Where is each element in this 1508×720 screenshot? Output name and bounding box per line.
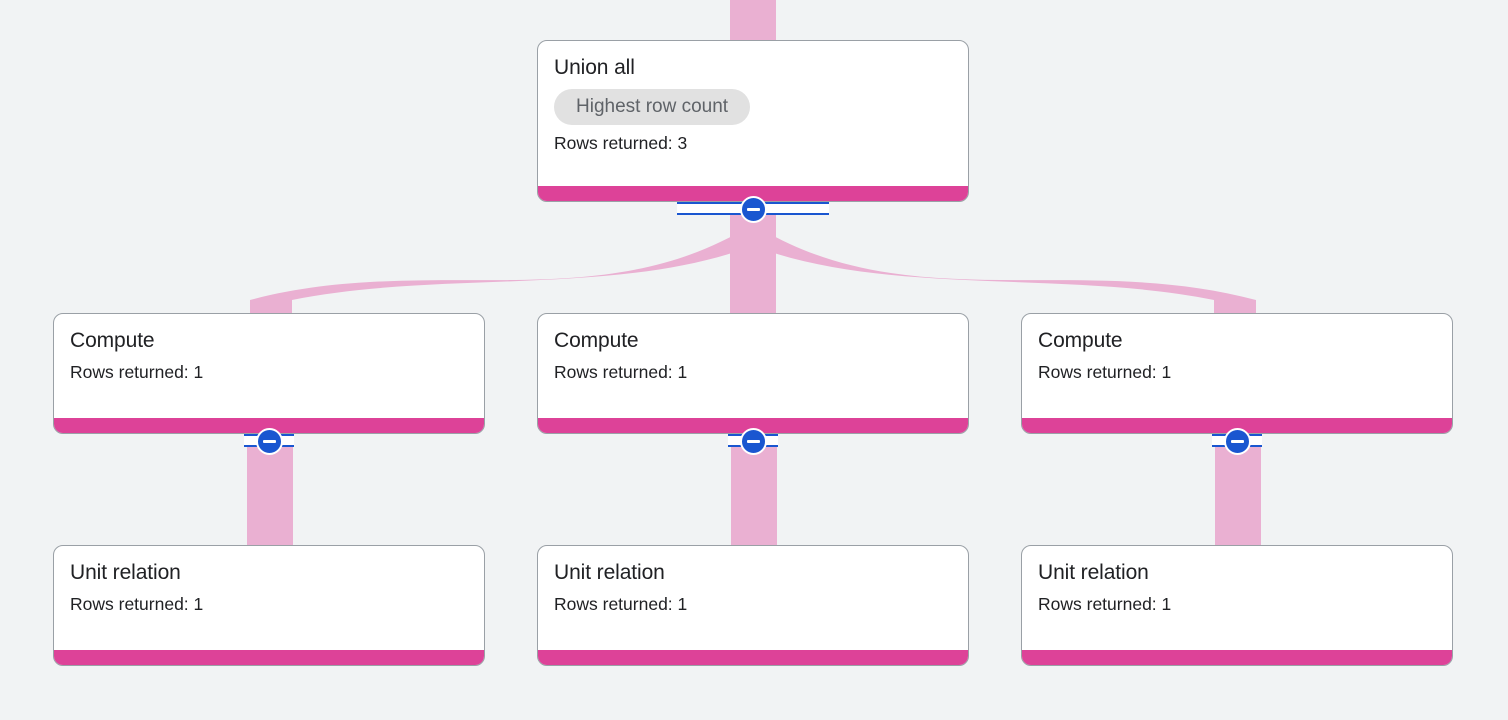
node-compute-right-title: Compute — [1038, 329, 1123, 352]
minus-icon — [747, 208, 760, 211]
collapse-compute-left-button[interactable] — [256, 428, 283, 455]
minus-icon — [747, 440, 760, 443]
node-unit-relation-right-body: Unit relation Rows returned: 1 — [1022, 546, 1452, 615]
node-unit-relation-middle-title: Unit relation — [554, 561, 665, 584]
edge-union-to-compute-left — [250, 213, 776, 314]
edge-incoming-top — [730, 0, 776, 41]
node-compute-left[interactable]: Compute Rows returned: 1 — [53, 313, 485, 434]
node-compute-left-title: Compute — [70, 329, 155, 352]
node-unit-relation-middle-accent-bar — [538, 650, 968, 665]
node-unit-relation-left-accent-bar — [54, 650, 484, 665]
node-unit-relation-right-title: Unit relation — [1038, 561, 1149, 584]
collapse-union-all-button[interactable] — [740, 196, 767, 223]
collapse-compute-right-button[interactable] — [1224, 428, 1251, 455]
node-compute-middle-title: Compute — [554, 329, 639, 352]
node-compute-middle-accent-bar — [538, 418, 968, 433]
edge-compute-middle-to-unit-middle — [731, 445, 777, 546]
node-unit-relation-middle-body: Unit relation Rows returned: 1 — [538, 546, 968, 615]
node-unit-relation-middle-rows-returned: Rows returned: 1 — [554, 594, 688, 614]
minus-icon — [263, 440, 276, 443]
node-unit-relation-left-body: Unit relation Rows returned: 1 — [54, 546, 484, 615]
node-union-all-accent-bar — [538, 186, 968, 201]
highest-row-count-badge: Highest row count — [554, 89, 751, 125]
node-compute-right[interactable]: Compute Rows returned: 1 — [1021, 313, 1453, 434]
node-compute-middle[interactable]: Compute Rows returned: 1 — [537, 313, 969, 434]
node-union-all-title: Union all — [554, 56, 635, 79]
node-compute-left-body: Compute Rows returned: 1 — [54, 314, 484, 383]
node-compute-middle-rows-returned: Rows returned: 1 — [554, 362, 688, 382]
node-unit-relation-left-rows-returned: Rows returned: 1 — [70, 594, 204, 614]
node-unit-relation-right[interactable]: Unit relation Rows returned: 1 — [1021, 545, 1453, 666]
node-unit-relation-left[interactable]: Unit relation Rows returned: 1 — [53, 545, 485, 666]
collapse-compute-middle-button[interactable] — [740, 428, 767, 455]
edge-compute-left-to-unit-left — [247, 445, 293, 546]
node-union-all[interactable]: Union all Highest row count Rows returne… — [537, 40, 969, 202]
minus-icon — [1231, 440, 1244, 443]
node-union-all-body: Union all Highest row count Rows returne… — [538, 41, 968, 154]
edge-compute-right-to-unit-right — [1215, 445, 1261, 546]
node-unit-relation-middle[interactable]: Unit relation Rows returned: 1 — [537, 545, 969, 666]
node-compute-right-rows-returned: Rows returned: 1 — [1038, 362, 1172, 382]
node-unit-relation-right-rows-returned: Rows returned: 1 — [1038, 594, 1172, 614]
node-union-all-badge-row: Highest row count — [554, 89, 952, 125]
node-unit-relation-left-title: Unit relation — [70, 561, 181, 584]
edge-union-to-compute-middle — [730, 213, 776, 314]
node-unit-relation-right-accent-bar — [1022, 650, 1452, 665]
node-compute-left-rows-returned: Rows returned: 1 — [70, 362, 204, 382]
node-compute-right-accent-bar — [1022, 418, 1452, 433]
node-compute-middle-body: Compute Rows returned: 1 — [538, 314, 968, 383]
node-union-all-rows-returned: Rows returned: 3 — [554, 133, 688, 153]
edge-union-to-compute-right — [730, 213, 1256, 314]
node-compute-right-body: Compute Rows returned: 1 — [1022, 314, 1452, 383]
node-compute-left-accent-bar — [54, 418, 484, 433]
